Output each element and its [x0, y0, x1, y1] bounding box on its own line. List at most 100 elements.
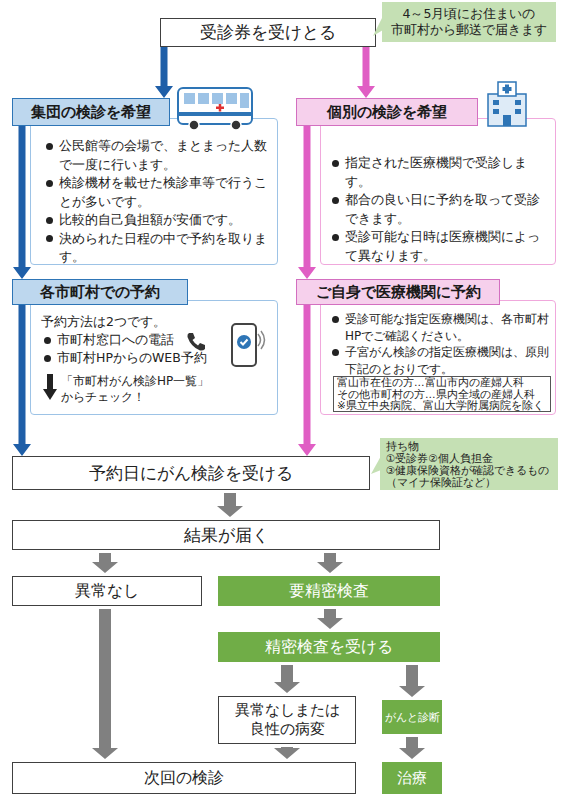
result-box: がんと診断 — [382, 700, 442, 734]
node-text: 市町村HPからのWEB予約 — [57, 350, 207, 365]
node-text: 要精密検査 — [289, 581, 369, 602]
bullet-dot — [44, 355, 51, 362]
hospital-window — [515, 100, 521, 105]
bullet-dot — [332, 160, 339, 167]
process-box: 受診券を受けとる — [160, 18, 376, 47]
result-box: 要精密検査 — [218, 576, 440, 606]
node-text: 治療 — [397, 769, 427, 788]
node-text: ①受診券②個人負担金 — [386, 452, 493, 464]
node-text: 指定された医療機関で受診します。 — [345, 155, 527, 189]
node-text: 検診機材を載せた検診車等で行うことが多いです。 — [59, 175, 267, 209]
bullet-dot — [332, 234, 339, 241]
hospital-window — [493, 100, 499, 105]
node-text: 異常なし — [75, 581, 139, 602]
node-text: 都合の良い日に予約を取って受診できます。 — [345, 192, 540, 226]
result-box: 異常なしまたは 良性の病変 — [218, 696, 356, 744]
node-text: 「市町村がん検診HP一覧」 からチェック！ — [61, 374, 209, 404]
text-item: 公民館等の会場で、まとまった人数で一度に行います。 — [43, 137, 271, 174]
bus-cross — [219, 104, 222, 112]
node-text: 富山市在住の方…富山市内の産婦人科 — [337, 376, 524, 388]
gray-arrow — [274, 747, 300, 759]
node-text: その他市町村の方…県内全域の産婦人科 — [337, 388, 535, 400]
bus-windshield — [240, 93, 249, 108]
text-item: 「市町村がん検診HP一覧」 からチェック！ — [41, 373, 271, 405]
process-box: 精密検査を受ける — [218, 632, 440, 662]
pink-arrow — [298, 126, 316, 279]
text-item: 予約方法は2つです。 — [41, 313, 271, 331]
bullet-dot — [46, 180, 53, 187]
end-box: 次回の検診 — [12, 762, 356, 794]
hospital-cross — [505, 85, 509, 94]
hospital-window — [515, 109, 521, 114]
text-item: 比較的自己負担額が安価です。 — [43, 211, 271, 230]
bullet-dot — [332, 316, 339, 323]
bullet-dot — [46, 217, 53, 224]
gray-arrow — [92, 609, 118, 759]
gray-arrow — [399, 665, 425, 697]
node-text: 次回の検診 — [144, 768, 224, 789]
text-item: ③健康保険資格が確認できるもの （マイナ保険証など） — [386, 464, 552, 488]
pink-arrow — [357, 47, 375, 98]
pink-arrow — [298, 305, 316, 456]
text-item: 受診可能な日時は医療機関によって異なります。 — [329, 228, 550, 265]
bus-stripe — [178, 112, 252, 116]
gray-arrow — [317, 553, 343, 573]
bullet-dot — [44, 337, 51, 344]
header-box: ご自身で医療機関に予約 — [296, 279, 500, 305]
blue-arrow — [13, 126, 31, 279]
header-box: 個別の検診を希望 — [296, 98, 478, 126]
node-text: ご自身で医療機関に予約 — [316, 283, 481, 302]
text-item: 異常なしまたは 良性の病変 — [219, 701, 355, 739]
node-text: 予約方法は2つです。 — [41, 314, 166, 329]
detail-box: 公民館等の会場で、まとまった人数で一度に行います。検診機材を載せた検診車等で行う… — [30, 118, 278, 265]
detail-box: 予約方法は2つです。市町村窓口への電話市町村HPからのWEB予約「市町村がん検診… — [30, 300, 278, 415]
bus-window — [198, 93, 209, 104]
bullet-dot — [332, 349, 339, 356]
process-box: 結果が届く — [12, 520, 440, 550]
text-item: 子宮がん検診の指定医療機関は、原則下記のとおりです。 — [329, 344, 549, 377]
node-text: ※県立中央病院、富山大学附属病院を除く — [337, 399, 544, 411]
text-item: 都合の良い日に予約を取って受診できます。 — [329, 191, 550, 228]
text-item: 市町村窓口への電話 — [41, 331, 271, 349]
gray-arrow — [274, 665, 300, 693]
node-text: 受診券を受けとる — [200, 21, 336, 44]
node-text: 精密検査を受ける — [265, 637, 393, 658]
gray-arrow — [317, 609, 343, 629]
text-item: 富山市在住の方…富山市内の産婦人科 — [337, 377, 547, 389]
hospital-cross — [503, 87, 512, 91]
text-item: 検診機材を載せた検診車等で行うことが多いです。 — [43, 174, 271, 211]
node-text: 市町村窓口への電話 — [57, 332, 174, 347]
bus-window — [226, 93, 237, 104]
node-text: 個別の検診を希望 — [327, 103, 447, 122]
gray-arrow — [92, 553, 118, 573]
text-item: ※県立中央病院、富山大学附属病院を除く — [337, 400, 547, 412]
node-text: 各市町村での予約 — [40, 283, 160, 302]
node-text: 異常なしまたは 良性の病変 — [235, 701, 340, 738]
text-item: 持ち物 — [386, 440, 419, 452]
text-item: 決められた日程の中で予約を取ります。 — [43, 230, 271, 267]
bus-cross — [216, 107, 224, 110]
bus-window — [184, 93, 195, 104]
bullet-dot — [332, 197, 339, 204]
bullet-dot — [46, 235, 53, 242]
node-text: 受診可能な日時は医療機関によって異なります。 — [345, 229, 540, 263]
gray-arrow — [399, 737, 425, 759]
hospital-sign — [498, 82, 516, 96]
node-text: 4～5月頃にお住まいの 市町村から郵送で届きます — [391, 6, 547, 37]
node-text: がんと診断 — [385, 710, 440, 725]
node-text: 持ち物 — [386, 440, 419, 452]
blue-arrow — [155, 47, 173, 98]
node-text: 公民館等の会場で、まとまった人数で一度に行います。 — [59, 138, 267, 172]
process-box: 予約日にがん検診を受ける — [12, 456, 370, 490]
node-text: 決められた日程の中で予約を取ります。 — [59, 231, 267, 265]
note-callout: 4～5月頃にお住まいの 市町村から郵送で届きます — [382, 2, 556, 42]
bus-window — [212, 93, 223, 104]
hospital-window — [493, 109, 499, 114]
detail-box: 指定された医療機関で受診します。都合の良い日に予約を取って受診できます。受診可能… — [320, 118, 556, 265]
node-text: 子宮がん検診の指定医療機関は、原則下記のとおりです。 — [345, 345, 549, 376]
text-item: 受診可能な指定医療機関は、各市町村HPでご確認ください。 — [329, 311, 549, 344]
detail-box: 受診可能な指定医療機関は、各市町村HPでご確認ください。子宮がん検診の指定医療機… — [320, 300, 556, 415]
text-item: その他市町村の方…県内全域の産婦人科 — [337, 389, 547, 401]
gray-arrow — [217, 493, 243, 517]
